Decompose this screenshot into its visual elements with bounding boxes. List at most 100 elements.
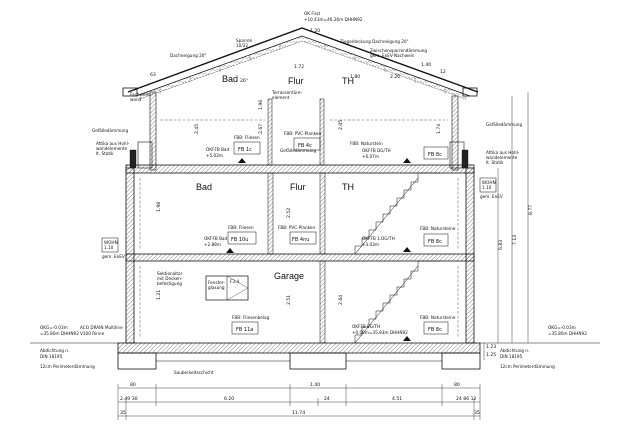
fbb-naturstein-3: FBB: Natursteine [420, 315, 456, 320]
bdim-row2-c: 24 [324, 396, 330, 402]
bdim-row3-c: 35 [474, 410, 480, 416]
fbb-pvc: FBB: PVC-Planken [284, 131, 321, 136]
room-garage: Garage [274, 271, 304, 281]
right-height-total: 8.77 [528, 205, 534, 215]
fbb-fliesen-3: FBB: Fliesenbelag [232, 315, 270, 320]
vdim-og-mid2: 2.05 [338, 120, 344, 130]
right-wohn-1: WOHN [482, 180, 496, 185]
vdim-stair-1: 1.21 [156, 290, 162, 300]
bdim-row1-b: 1.40 [310, 382, 320, 388]
bottom-dim-labels: 80 1.40 80 2.49 30 6.20 24 4.51 24 86 12… [120, 382, 480, 416]
fbb-naturstein-2: FBB: Natursteine [420, 226, 456, 231]
right-height-b: 6.83 [498, 240, 504, 250]
fenster-label-1: Fenster- [208, 280, 225, 285]
bdim-row3-a: 35 [120, 410, 126, 416]
fbb-fliesen-2: FBB: Fliesen [228, 225, 254, 230]
dim-top-right-1: 1.40 [421, 62, 431, 68]
bottom-dimensions [117, 384, 481, 420]
bdim-row3-b: 11.74 [292, 410, 305, 416]
fachwerk-label-1: Fachwerk- [130, 92, 152, 97]
roofing-note: Ziegeldeckung Dachneigung 20° [340, 39, 409, 44]
window-code: F3.4 [230, 279, 239, 284]
ridge-note-1: OK First [304, 11, 321, 16]
floor-materials: FBB: Fliesen FBB: PVC-Planken FBB: Natur… [228, 131, 456, 320]
attika-right-3: lt. Statik [486, 160, 504, 165]
right-perimeter: 12cm Perimeterdämmung [500, 364, 555, 369]
roof-dim-3: 2.20 [390, 74, 400, 80]
roof-dim-4: 26° [240, 78, 248, 84]
level-markers [226, 158, 411, 341]
bdim-row2-e: 24 86 12 [456, 396, 477, 402]
sparren-label-2: 10/22 [236, 43, 248, 48]
room-labels: Bad Flur TH Bad Flur TH Garage [196, 74, 354, 281]
fb-4c: FB 4c [298, 143, 312, 149]
vdim-eg-mid: 2.52 [286, 208, 292, 218]
vdim-eg-left: 1.98 [156, 202, 162, 212]
sektion-label-1: Sektionaltor [157, 271, 183, 276]
bdim-row2-a: 2.49 30 [120, 396, 138, 402]
okffb-dg-th-1: OKFFB DG/TH [362, 148, 391, 153]
right-abdichtung-2: DIN 18195 [500, 354, 523, 359]
room-eg-bad: Bad [196, 182, 212, 192]
right-abdichtung-1: Abdichtung n. [500, 348, 529, 353]
floor-codes: FB 1c FB 4c FB 8c FB 10u FB 4nu FB 8c FB… [227, 137, 449, 335]
fbb-pvc-2: FBB: PVC-Planken [278, 225, 315, 230]
room-eg-th: TH [342, 182, 354, 192]
okffb-1og-th-1: OKFFB 1.OG/TH [362, 236, 395, 241]
gefaelle-right: Gefälledämmung [486, 122, 522, 127]
structure [30, 91, 600, 370]
right-wohn-2: 1.10 [482, 185, 492, 190]
eave-left-dim: 63 [150, 72, 156, 78]
okffb-1og-bad-1: OKFFB Bad [204, 236, 228, 241]
roof-dim-2: 1.80 [350, 74, 360, 80]
vdim-og-mid: 2.67 [258, 124, 264, 134]
left-notes: WOHN 1.10 gem. EnEV ACO DRAIN Multiline … [40, 237, 125, 369]
vdim-og-right: 1.74 [436, 124, 442, 134]
room-og-th: TH [342, 76, 354, 86]
roof-notes: OK First +10.43m=46.26m DHHN92 Sparren 1… [150, 11, 446, 84]
room-og-flur: Flur [288, 76, 304, 86]
bdim-row2-b: 6.20 [224, 396, 234, 402]
left-wohn-1: WOHN [104, 240, 118, 245]
left-abdichtung-2: DIN 18195 [40, 354, 63, 359]
right-height-d: 1.25 [486, 352, 496, 358]
attika-right-2: wandelemente [486, 155, 518, 160]
okg-right-1: OKG=-0.03m [548, 325, 576, 330]
okffb-dg-th-2: +6.07m [362, 154, 379, 159]
okg-left-2: =35.80m DHHN92 [40, 331, 79, 336]
attika-left-1: Attika aus Hohl- [96, 141, 130, 146]
fb-11a: FB 11a [236, 327, 253, 333]
garage-window [205, 275, 249, 301]
room-og-bad: Bad [222, 74, 238, 84]
roof [122, 27, 479, 100]
right-height-a: 7.13 [512, 235, 518, 245]
okffb-eg-th-1: OKFFB EG/TH [352, 324, 380, 329]
okffb-bad-1: OKFFB Bad [206, 147, 230, 152]
right-notes: WOHN 1.10 gem. EnEV Abdichtung n. DIN 18… [479, 92, 555, 369]
bdim-row1-c: 80 [454, 382, 460, 388]
okg-right-2: =35.80m DHHN92 [548, 331, 587, 336]
vdim-og-left: 2.45 [194, 124, 200, 134]
gefaelle-mid: Gefälledämmung [280, 148, 316, 153]
okffb-1og-th-2: +3.03m [362, 242, 379, 247]
fb-1c: FB 1c [238, 147, 252, 153]
roof-dim-1: 1.72 [294, 64, 304, 70]
bdim-row2-d: 4.51 [392, 396, 402, 402]
slope-left: Dachneigung 20° [170, 53, 207, 58]
terrasse-label-1: Terrassentüre- [271, 90, 302, 95]
aco-2: V100 Rinne [80, 331, 105, 336]
left-wohn-3: gem. EnEV [102, 254, 125, 259]
left-wohn-2: 1.10 [104, 245, 114, 250]
okffb-1og-bad-2: +2.88m [204, 242, 221, 247]
vdim-kg-right: 2.64 [338, 295, 344, 305]
fb-8c-bot: FB 8c [428, 327, 442, 333]
sauber-label: Sauberkeitsschicht [174, 370, 214, 375]
fb-10u: FB 10u [231, 237, 248, 243]
fbb-fliesen-1: FBB: Fliesen [234, 135, 260, 140]
room-eg-flur: Flur [290, 182, 306, 192]
fb-8c-mid: FB 8c [428, 239, 442, 245]
fbb-naturstein-1: FBB: Naturstein [350, 141, 383, 146]
okg-left-1: OKG=-0.03m [40, 325, 68, 330]
right-height-c: 1.23 [486, 344, 496, 350]
